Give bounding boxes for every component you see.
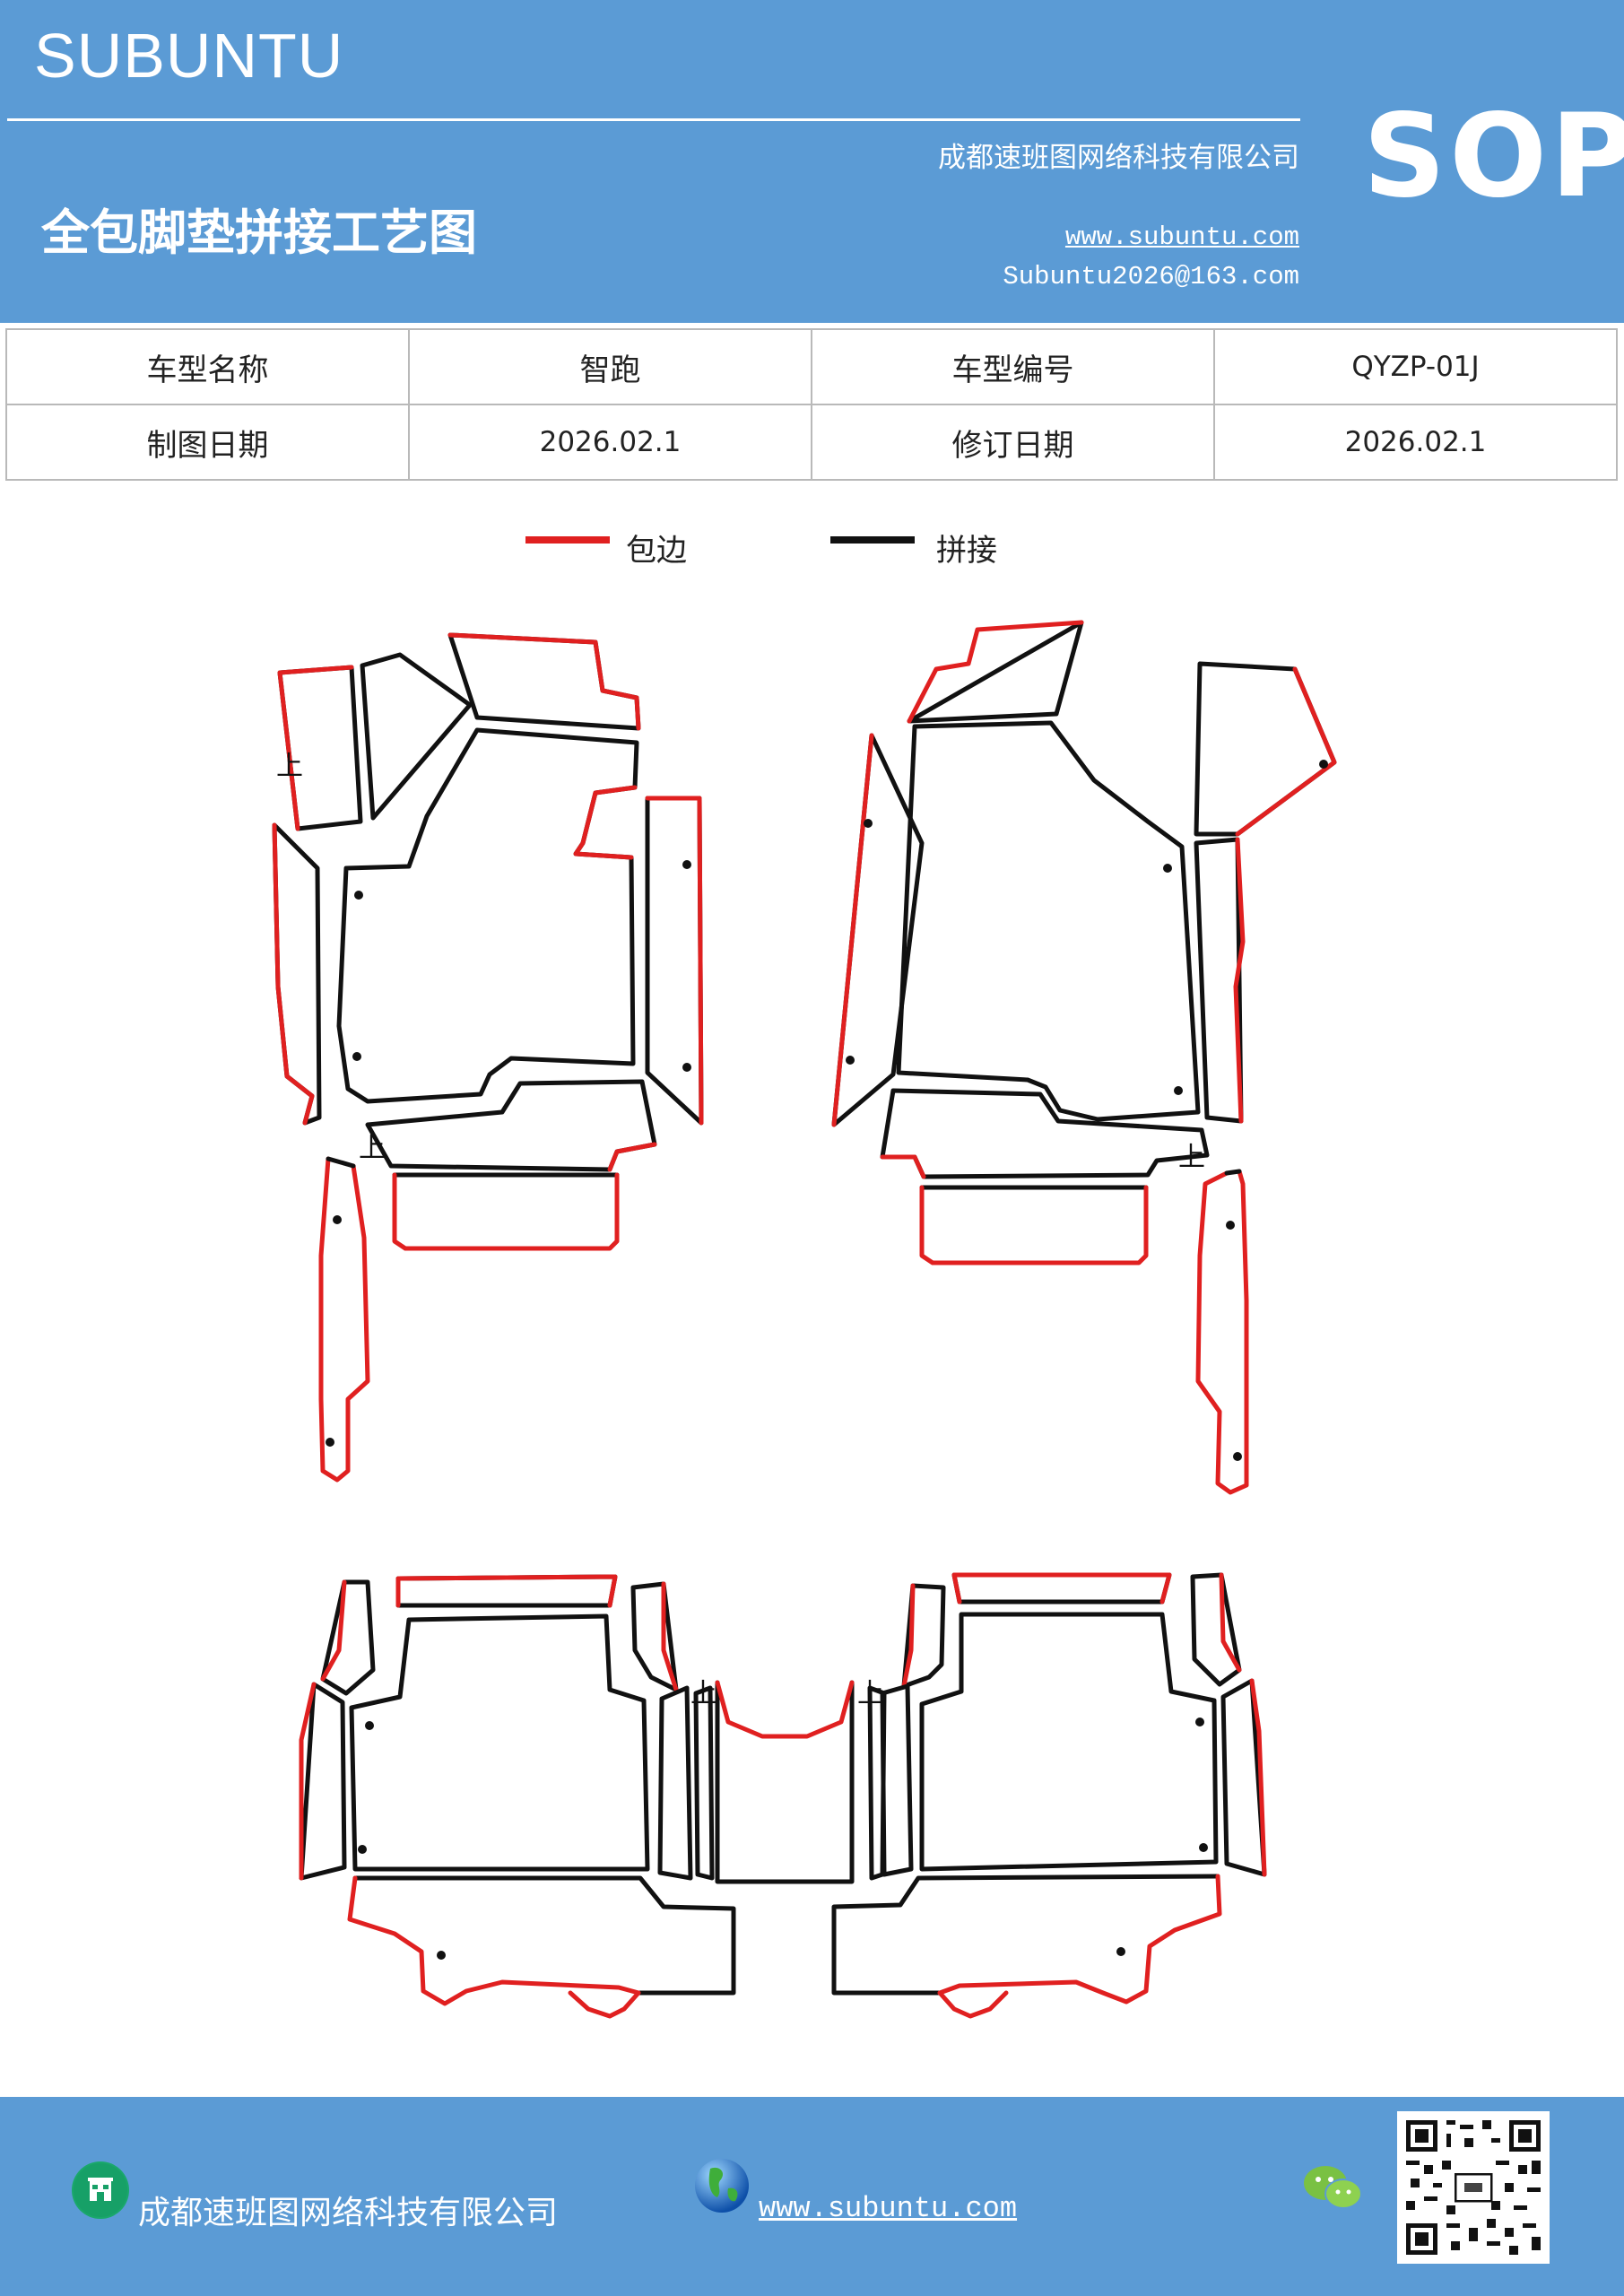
mat-edge (661, 1581, 679, 1692)
revise-date-label: 修订日期 (811, 404, 1215, 481)
mat-panel (693, 1685, 715, 1881)
direction-mark: 上 (1178, 1142, 1205, 1173)
footer-company: 成都速班图网络科技有限公司 (138, 2195, 559, 2231)
mat-edge (901, 1583, 916, 1689)
mat-edge (568, 1990, 641, 2019)
direction-mark: 上 (857, 1678, 884, 1709)
qr-code[interactable] (1397, 2111, 1550, 2264)
front-right-mat-group (831, 620, 1337, 1495)
mat-edge (447, 632, 641, 731)
mat-edge (392, 1172, 620, 1251)
draw-date-value: 2026.02.1 (408, 404, 812, 481)
model-code-value: QYZP-01J (1213, 328, 1618, 405)
mat-edge (607, 1142, 657, 1172)
mat-edge (347, 1875, 641, 2006)
mat-edge (907, 620, 1084, 724)
direction-mark: 上 (276, 751, 303, 782)
mat-panel (447, 632, 641, 731)
mat-panel (1194, 837, 1244, 1124)
header-website-link[interactable]: www.subuntu.com (1064, 222, 1299, 252)
mat-panel (630, 1581, 679, 1692)
legend-join-label: 拼接 (936, 533, 997, 569)
mat-panel (395, 1574, 618, 1608)
draw-date-label: 制图日期 (5, 404, 410, 481)
info-table: 车型名称 智跑 车型编号 QYZP-01J 制图日期 2026.02.1 修订日… (5, 328, 1618, 481)
mat-edge (1249, 1678, 1267, 1877)
mat-panel (831, 733, 925, 1127)
legend-edge-label: 包边 (626, 533, 687, 569)
mat-panel (352, 1875, 736, 1996)
mat-edge (272, 822, 315, 1126)
mat-panel (1190, 1572, 1242, 1687)
mat-panel (277, 665, 363, 831)
mat-panel (645, 796, 704, 1126)
mat-panel (326, 1156, 356, 1169)
front-left-mat-group (272, 632, 704, 1483)
wechat-icon[interactable] (1302, 2161, 1362, 2219)
mounting-holes (326, 760, 1328, 1960)
mat-panel (880, 1683, 914, 1877)
model-code-label: 车型编号 (811, 328, 1215, 405)
mat-panel (336, 727, 639, 1104)
mat-panel (320, 1579, 376, 1696)
mat-edge (1233, 837, 1246, 1124)
direction-mark: 上 (690, 1678, 717, 1709)
table-row: 车型名称 智跑 车型编号 QYZP-01J (5, 328, 1618, 405)
mat-edge (1219, 1572, 1242, 1673)
mat-panel (896, 720, 1201, 1122)
mat-panel (349, 1613, 650, 1872)
mat-edge (320, 1579, 347, 1682)
legend-join-swatch (830, 536, 915, 544)
mat-edge (951, 1572, 1172, 1605)
globe-icon (692, 2156, 750, 2213)
mat-edge (831, 733, 874, 1127)
sop-badge: SOP (1363, 90, 1624, 223)
mat-edge (277, 665, 354, 831)
legend-edge-swatch (525, 536, 610, 544)
mat-panel (951, 1572, 1172, 1605)
mat-edge (573, 785, 638, 860)
mat-panel (299, 1682, 347, 1881)
footer-website-link[interactable]: www.subuntu.com (759, 2192, 1018, 2225)
mat-panel (907, 620, 1084, 724)
mat-edge (919, 1185, 1149, 1265)
mat-panel (272, 822, 322, 1126)
mat-edge (645, 796, 704, 1126)
rear-right-mat-group (831, 1572, 1267, 2019)
mat-panel (919, 1612, 1219, 1872)
mat-panel (365, 1079, 657, 1172)
header-company: 成都速班图网络科技有限公司 (938, 142, 1299, 174)
mat-edge (715, 1680, 855, 1739)
mat-edge (937, 1874, 1222, 2005)
mat-edge (937, 1990, 1009, 2019)
mat-panel (657, 1685, 693, 1881)
mat-edge (318, 1156, 370, 1483)
revise-date-value: 2026.02.1 (1213, 404, 1618, 481)
floor-mat-diagram: 上 上 上 上 上 (272, 620, 1337, 2019)
mat-panel (1194, 661, 1337, 837)
page-title: 全包脚垫拼接工艺图 (41, 204, 477, 261)
header-email: Subuntu2026@163.com (1003, 262, 1299, 291)
mat-edge (1195, 1169, 1249, 1495)
mat-panel (360, 652, 473, 821)
rear-center-mat-group (693, 1680, 887, 1884)
header-banner (0, 0, 1624, 323)
mat-edge (395, 1574, 618, 1608)
mat-panel (1224, 1169, 1242, 1176)
mat-edge (1235, 666, 1337, 837)
table-row: 制图日期 2026.02.1 修订日期 2026.02.1 (5, 404, 1618, 481)
mat-edge (880, 1154, 926, 1179)
header-divider (7, 118, 1300, 121)
model-name-value: 智跑 (408, 328, 812, 405)
model-name-label: 车型名称 (5, 328, 410, 405)
brand-name: SUBUNTU (34, 21, 344, 91)
direction-mark: 上 (359, 1133, 386, 1164)
building-icon (72, 2161, 129, 2219)
mat-panel (715, 1680, 855, 1884)
mat-panel (880, 1088, 1210, 1179)
mat-panel (831, 1874, 1220, 1996)
rear-left-mat-group (299, 1574, 736, 2019)
mat-edge (299, 1682, 317, 1881)
